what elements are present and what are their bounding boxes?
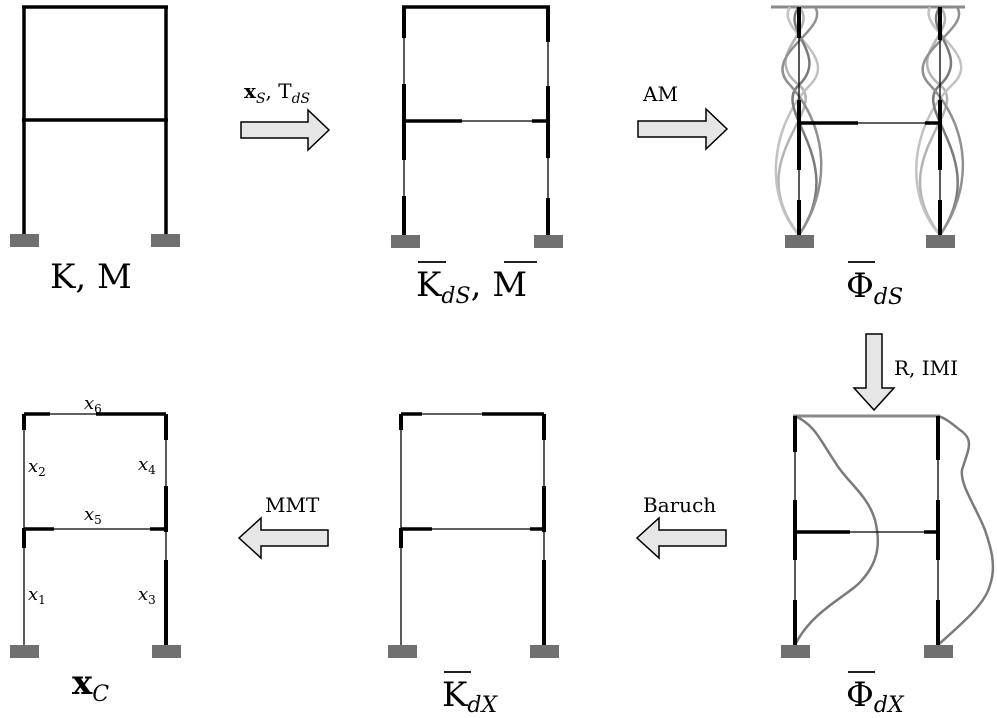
label-phi-dx: ΦdX	[846, 671, 905, 718]
support-right	[924, 645, 953, 658]
support-left	[781, 645, 810, 658]
label-k-m: K, M	[50, 257, 132, 297]
frame-discrete-x	[388, 412, 559, 658]
svg-text:ΦdS: ΦdS	[846, 266, 903, 310]
svg-text:KdX: KdX	[442, 675, 498, 718]
member-label-x4: x4	[138, 454, 156, 477]
arrow-baruch: Baruch	[635, 493, 727, 560]
arrow-r-imi: R, IMI	[852, 333, 958, 412]
svg-text:ΦdX: ΦdX	[846, 675, 905, 718]
support-left	[391, 235, 420, 248]
frame-modes-x	[781, 414, 995, 658]
label-x-c: xC	[72, 663, 109, 707]
support-left	[10, 234, 39, 247]
arrow-mmt-shape	[237, 516, 329, 560]
frame-discrete-s	[391, 5, 563, 248]
support-left	[10, 645, 39, 658]
arrow-transform-label: xS, TdS	[244, 79, 310, 107]
arrow-baruch-label: Baruch	[643, 493, 716, 517]
member-label-x2: x2	[28, 456, 46, 479]
support-right	[530, 645, 559, 658]
arrow-am: AM	[637, 82, 729, 151]
member-label-x5: x5	[84, 504, 102, 527]
mode-curve-light	[915, 6, 963, 236]
arrow-mmt-label: MMT	[265, 493, 320, 517]
frame-variables	[10, 412, 181, 658]
frame-modes-s	[771, 5, 965, 248]
member-label-x6: x6	[84, 393, 102, 416]
arrow-transform: xS, TdS	[240, 79, 331, 152]
label-k-dx: KdX	[442, 671, 498, 718]
support-right	[151, 234, 180, 247]
label-k-m-bar: KdS, M	[416, 261, 537, 309]
support-left	[388, 645, 417, 658]
frame-original	[10, 5, 180, 247]
svg-text:KdS, M: KdS, M	[416, 265, 527, 309]
arrow-am-shape	[637, 107, 729, 151]
member-label-x1: x1	[28, 584, 46, 607]
support-left	[785, 235, 814, 248]
arrow-transform-shape	[240, 108, 331, 152]
label-phi-ds: ΦdS	[846, 261, 903, 310]
support-right	[926, 235, 955, 248]
mode-curve-dark	[781, 6, 823, 236]
support-right	[534, 235, 563, 248]
member-label-x3: x3	[138, 584, 156, 607]
arrow-am-label: AM	[642, 82, 678, 106]
arrow-baruch-shape	[635, 516, 727, 560]
support-right	[152, 645, 181, 658]
arrow-r-imi-label: R, IMI	[894, 356, 958, 380]
arrow-mmt: MMT	[237, 493, 329, 560]
mode-curve-dark	[937, 414, 995, 646]
mode-curve-dark	[921, 6, 964, 236]
mode-curve-dark	[793, 414, 880, 646]
arrow-r-imi-shape	[852, 333, 896, 412]
mode-curve-light	[774, 6, 820, 236]
